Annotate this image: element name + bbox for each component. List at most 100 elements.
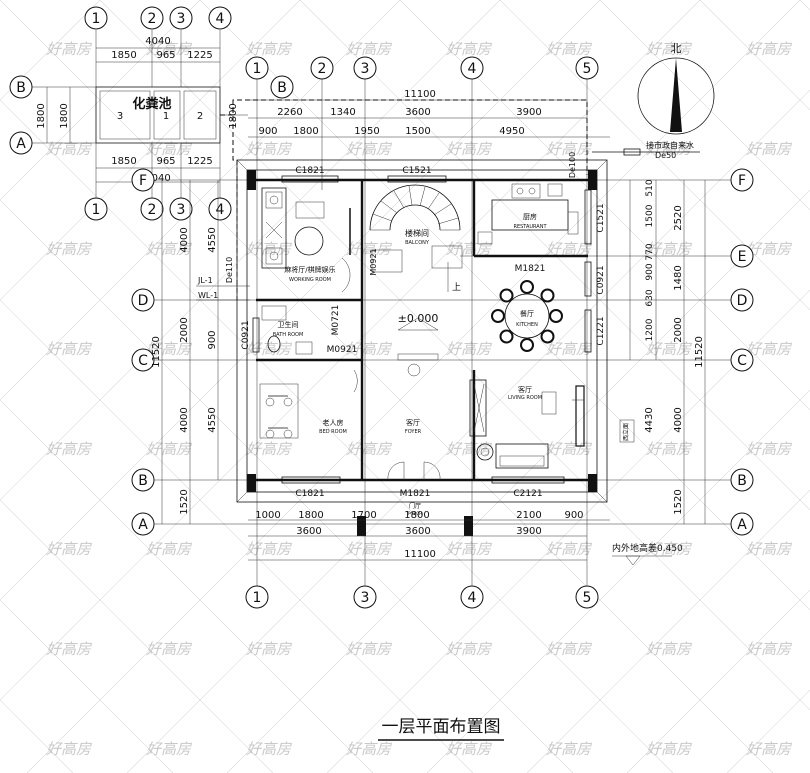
septic-axis-bubbles: 1 2 3 4 1 2 3 4 B A B xyxy=(9,6,294,221)
watermark-text: 好高房 xyxy=(46,140,93,158)
watermark-text: 好高房 xyxy=(46,640,93,658)
grid-line xyxy=(0,399,374,773)
watermark-text: 好高房 xyxy=(646,740,693,758)
grid-line xyxy=(0,299,474,773)
left-dim-overall: 11520 xyxy=(151,336,162,368)
pipe-size-top: De100 xyxy=(568,152,577,178)
septic-top-total: 4040 xyxy=(145,36,170,47)
watermark-text: 好高房 xyxy=(346,340,393,358)
living-label-cn: 客厅 xyxy=(518,385,532,394)
window-c0921-left: C0921 xyxy=(241,320,251,349)
watermark-text: 好高房 xyxy=(546,740,593,758)
right-dim-1480: 1480 xyxy=(673,265,684,290)
grid-line xyxy=(0,599,174,773)
grid-line xyxy=(0,0,701,701)
watermark-text: 好高房 xyxy=(546,340,593,358)
building-outline xyxy=(236,159,608,536)
watermark-text: 好高房 xyxy=(646,140,693,158)
right-dim-4430: 4430 xyxy=(644,407,655,432)
level-mark: ±0.000 xyxy=(398,312,439,325)
watermark-text: 好高房 xyxy=(746,540,793,558)
watermark-text: 好高房 xyxy=(246,40,293,58)
axis-tank-b-right: B xyxy=(277,80,287,96)
grid-line xyxy=(126,89,810,773)
septic-cell-1: 1 xyxy=(163,111,169,122)
septic-bottom-dim-3: 1225 xyxy=(187,156,212,167)
bath-label-cn: 卫生间 xyxy=(278,320,299,329)
bottom-dimension-chains: 1000 1800 1700 1800 2100 900 3600 3600 3… xyxy=(248,510,683,566)
right-dim-770: 770 xyxy=(645,243,655,260)
watermark-text: 好高房 xyxy=(46,40,93,58)
grid-line xyxy=(299,0,810,511)
watermark-text: 好高房 xyxy=(546,640,593,658)
septic-side-dim-1: 1800 xyxy=(36,103,47,128)
axis-tank-a: A xyxy=(16,136,26,152)
watermark-text: 好高房 xyxy=(746,240,793,258)
watermark-text: 好高房 xyxy=(146,140,193,158)
axis-a-left: A xyxy=(138,517,148,533)
axis-f-right: F xyxy=(738,173,746,189)
pipe-note: 接市政自来水 xyxy=(646,140,694,150)
window-c1521-top: C1521 xyxy=(402,166,431,176)
dining-chair xyxy=(499,288,514,303)
watermark-text: 好高房 xyxy=(646,540,693,558)
septic-top-dim-2: 965 xyxy=(156,50,175,61)
window-c1221-right: C1221 xyxy=(596,316,606,345)
grid-line xyxy=(799,0,810,11)
top-dim-2-3: 1950 xyxy=(354,126,379,137)
left-dim-4000-bottom: 4000 xyxy=(179,407,190,432)
door-m0921: M0921 xyxy=(327,345,358,355)
watermark-text: 好高房 xyxy=(446,140,493,158)
foyer-room: ±0.000 客厅 FOYER xyxy=(397,312,439,435)
watermark-text: 好高房 xyxy=(646,340,693,358)
left-dim-1520: 1520 xyxy=(179,489,190,514)
watermark-text: 好高房 xyxy=(346,440,393,458)
dining-table: 餐厅 KITCHEN xyxy=(491,280,563,352)
watermark-text: 好高房 xyxy=(146,640,193,658)
restaurant-label-en: RESTAURANT xyxy=(513,224,547,230)
stair-label-cn: 楼梯间 xyxy=(405,228,429,238)
axis-b-right: B xyxy=(737,473,747,489)
title-text: 一层平面布置图 xyxy=(382,717,501,737)
top-dim-1-4: 3900 xyxy=(516,107,541,118)
stair-up: 上 xyxy=(452,282,461,293)
left-dim-900: 900 xyxy=(207,330,218,349)
kitchen-label-cn: 餐厅 xyxy=(520,309,534,318)
watermark-text: 好高房 xyxy=(646,240,693,258)
watermark-text: 好高房 xyxy=(146,340,193,358)
wl-tag: WL-1 xyxy=(198,291,218,300)
dining-chair xyxy=(549,309,563,323)
window-c1821-top: C1821 xyxy=(295,166,324,176)
top-overall-dim: 11100 xyxy=(404,89,436,100)
axis-mid-2: 2 xyxy=(148,202,157,218)
watermark-text: 好高房 xyxy=(546,540,593,558)
bottom-overall-dim: 11100 xyxy=(404,549,436,560)
dining-chair xyxy=(520,280,534,294)
grid-line xyxy=(0,0,601,601)
axis-a-right: A xyxy=(737,517,747,533)
watermark-text: 好高房 xyxy=(146,540,193,558)
right-dim-overall: 11520 xyxy=(694,336,705,368)
right-dimension-chains: 510 1500 770 900 630 1200 2520 1480 2000… xyxy=(629,179,706,524)
restaurant-room: 厨房 RESTAURANT xyxy=(477,183,579,245)
watermark-text: 好高房 xyxy=(546,440,593,458)
watermark-text: 好高房 xyxy=(546,240,593,258)
stair-label-en: BALCONY xyxy=(405,240,430,246)
septic-top-dim-1: 1850 xyxy=(111,50,136,61)
watermark-text: 好高房 xyxy=(246,640,293,658)
bottom-dim-1-3: 1700 xyxy=(351,510,376,521)
door-m0921-stair: M0921 xyxy=(369,248,378,275)
right-dim-1200: 1200 xyxy=(645,318,655,341)
left-dim-2000: 2000 xyxy=(179,317,190,342)
right-dim-2000: 2000 xyxy=(673,317,684,342)
north-arrow: 北 xyxy=(637,42,715,135)
septic-cell-2: 2 xyxy=(197,111,203,122)
watermark-text: 好高房 xyxy=(46,540,93,558)
grid-line xyxy=(626,589,810,773)
top-dim-2-1: 900 xyxy=(258,126,277,137)
window-c2121-bottom: C2121 xyxy=(513,489,542,499)
watermark-text: 好高房 xyxy=(46,340,93,358)
watermark-text: 好高房 xyxy=(646,40,693,58)
grid-line xyxy=(0,499,274,773)
bottom-dim-1-4: 1800 xyxy=(404,510,429,521)
